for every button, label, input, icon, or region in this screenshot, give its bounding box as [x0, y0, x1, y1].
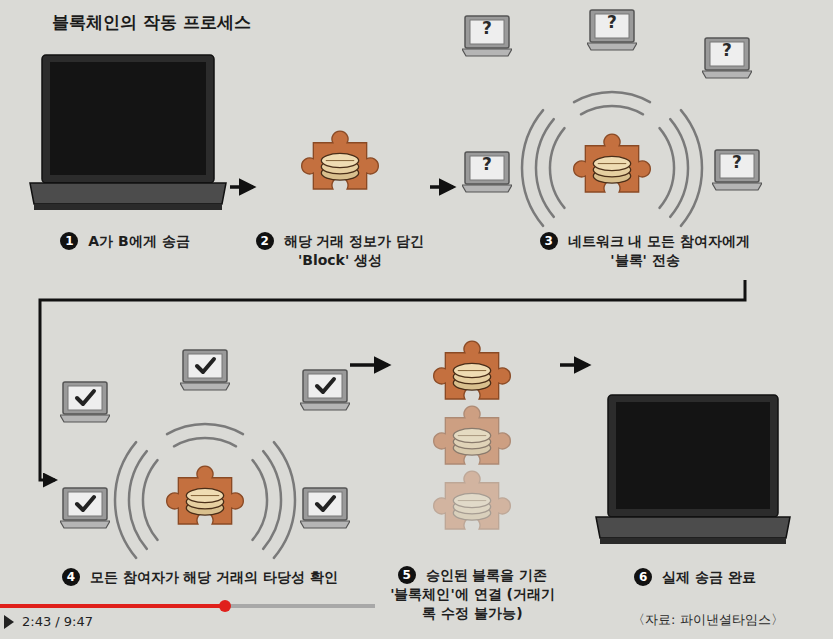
question-mark: ? — [727, 152, 747, 172]
verified-pc — [180, 350, 230, 390]
chain-block — [434, 341, 511, 399]
participant-pc — [702, 38, 752, 78]
step-caption: 5 승인된 블록을 기존 '블록체인'에 연결 (거래기록 수정 불가능) — [390, 566, 555, 623]
question-mark: ? — [602, 12, 622, 32]
verified-pc — [300, 488, 350, 528]
participant-pc — [587, 10, 637, 50]
step-caption: 4 모든 참여자가 해당 거래의 타당성 확인 — [55, 568, 345, 587]
callout-number: 3 — [540, 232, 558, 250]
process-step: 5 승인된 블록을 기존 '블록체인'에 연결 (거래기록 수정 불가능) — [390, 330, 558, 628]
flow-arrow — [560, 363, 588, 367]
verified-pc — [60, 382, 110, 422]
participant-pc — [712, 150, 762, 190]
block-puzzle — [574, 134, 651, 192]
step-text: 네트워크 내 모든 참여자에게 '블록' 전송 — [568, 233, 751, 268]
question-mark: ? — [477, 18, 497, 38]
block-puzzle — [302, 131, 379, 189]
step-text: A가 B에게 송금 — [88, 233, 189, 249]
callout-number: 4 — [62, 568, 80, 586]
block-puzzle — [167, 466, 244, 524]
step-caption: 1 A가 B에게 송금 — [25, 232, 225, 251]
step-caption: 2 해당 거래 정보가 담긴 'Block' 생성 — [255, 232, 425, 270]
flow-arrow — [350, 363, 388, 367]
step-text: 해당 거래 정보가 담긴 'Block' 생성 — [284, 233, 425, 268]
callout-number: 6 — [634, 568, 652, 586]
participant-pc — [462, 152, 512, 192]
diagram-title: 블록체인의 작동 프로세스 — [52, 11, 251, 34]
broadcast-waves — [522, 92, 702, 226]
step-text: 실제 송금 완료 — [662, 569, 756, 585]
laptop — [30, 55, 226, 210]
question-mark: ? — [717, 40, 737, 60]
callout-number: 2 — [256, 232, 274, 250]
participant-pc — [462, 16, 512, 56]
question-mark: ? — [477, 154, 497, 174]
broadcast-waves — [115, 424, 295, 558]
step-text: 모든 참여자가 해당 거래의 타당성 확인 — [90, 569, 338, 585]
callout-number: 1 — [60, 232, 78, 250]
verified-pc — [60, 488, 110, 528]
process-step: 4 모든 참여자가 해당 거래의 타당성 확인 — [55, 340, 348, 595]
verified-pc — [300, 370, 350, 410]
flow-arrow — [40, 280, 745, 480]
process-step: 2 해당 거래 정보가 담긴 'Block' 생성 — [255, 110, 428, 280]
source-note: 〈자료: 파이낸셜타임스〉 — [632, 612, 784, 628]
flow-arrow — [430, 185, 453, 189]
process-step: 3 네트워크 내 모든 참여자에게 '블록' 전송 — [455, 5, 795, 280]
chain-block — [434, 471, 511, 529]
flow-arrow — [230, 185, 253, 189]
video-time: 2:43 / 9:47 — [22, 614, 93, 630]
process-step: 1 A가 B에게 송금 — [25, 50, 228, 255]
chain-block — [434, 406, 511, 464]
process-step: 6 실제 송금 완료 — [590, 385, 803, 595]
step-caption: 6 실제 송금 완료 — [590, 568, 800, 587]
laptop — [596, 395, 790, 544]
callout-number: 5 — [398, 566, 416, 584]
step-caption: 3 네트워크 내 모든 참여자에게 '블록' 전송 — [535, 232, 755, 270]
video-progress-bar — [0, 600, 375, 629]
